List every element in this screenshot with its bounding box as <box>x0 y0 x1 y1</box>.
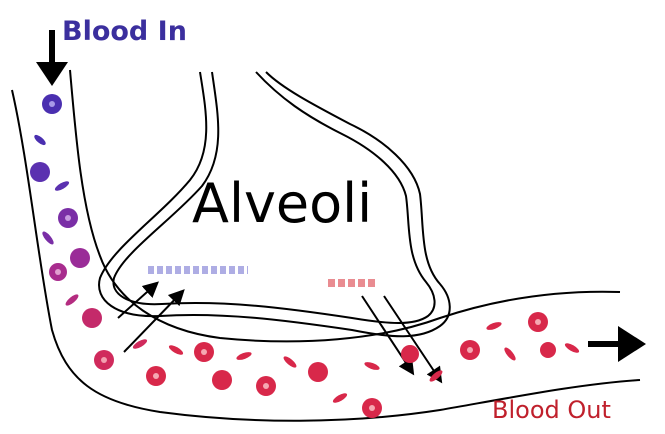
blood-cell <box>132 337 149 350</box>
arrow-right-icon <box>588 326 646 362</box>
blood-cell <box>64 293 80 308</box>
blood-cells <box>30 94 580 418</box>
blood-cell <box>564 341 581 354</box>
faded-label-mark <box>328 279 376 287</box>
blood-cell <box>54 179 71 192</box>
blood-cell <box>235 350 252 361</box>
blood-cell <box>363 360 380 371</box>
blood-cell <box>70 248 90 268</box>
blood-cell <box>82 308 102 328</box>
blood-cell <box>503 346 518 362</box>
blood-cell <box>168 343 185 356</box>
blood-cell <box>41 230 56 246</box>
blood-cell <box>212 370 232 390</box>
faded-label-mark <box>148 266 248 274</box>
alveoli-label: Alveoli <box>192 172 372 235</box>
blood-out-label: Blood Out <box>492 396 611 424</box>
blood-cell <box>485 320 502 331</box>
blood-cell <box>428 369 444 384</box>
blood-cell <box>33 133 48 147</box>
blood-in-label: Blood In <box>62 16 187 47</box>
blood-cell <box>540 342 556 358</box>
blood-cell <box>401 345 419 363</box>
blood-cell <box>282 355 298 370</box>
blood-cell <box>30 162 50 182</box>
blood-cell <box>308 362 328 382</box>
blood-cell <box>332 391 349 404</box>
